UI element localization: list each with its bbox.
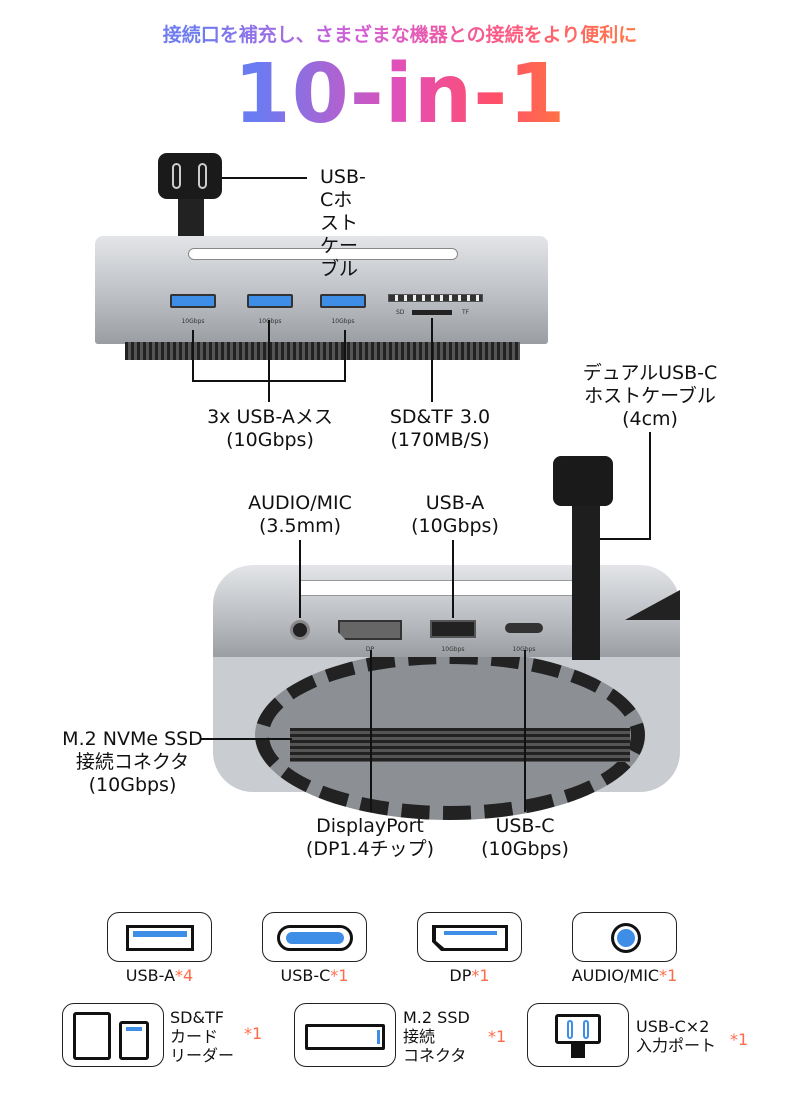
count: *1 <box>488 1027 507 1046</box>
dual-cable-plug-icon <box>553 456 613 506</box>
usb-a-label-2: USB-A(10Gbps) <box>411 492 499 537</box>
sd-text: SD <box>396 309 405 316</box>
usb-c-label: USB-C(10Gbps) <box>481 815 569 860</box>
port-speed: 10Gbps <box>331 318 355 325</box>
usb-a-icon <box>126 925 194 951</box>
vent-fins <box>125 342 520 360</box>
m2-card <box>294 1003 396 1067</box>
usb-c-icon <box>277 925 353 951</box>
sd-slot <box>388 294 483 302</box>
audio-jack-icon <box>290 620 310 640</box>
cable-label: USB-Cホストケーブル <box>320 166 366 280</box>
audio-label: AUDIO/MIC(3.5mm) <box>248 492 352 537</box>
m2-connector <box>290 728 630 762</box>
speed-text: 10Gbps <box>505 646 543 653</box>
dp-text: DP <box>338 646 402 653</box>
legend-dp: DP*1 <box>449 966 490 985</box>
tf-card-icon <box>119 1021 149 1060</box>
usbc-input-card <box>527 1003 629 1067</box>
count: *1 <box>244 1024 263 1043</box>
usb-a-port-icon <box>430 620 476 638</box>
dual-cable-strap <box>572 500 600 660</box>
dual-usb-c-plug-icon <box>555 1014 601 1044</box>
legend-usb-c: USB-C*1 <box>280 966 349 985</box>
tf-text: TF <box>462 309 470 316</box>
stand-slot <box>300 580 575 596</box>
card-slot <box>188 248 458 260</box>
usb-a-label: 3x USB-Aメス(10Gbps) <box>207 406 333 451</box>
port-speed: 10Gbps <box>258 318 282 325</box>
usb-a-port <box>170 294 216 308</box>
speed-text: 10Gbps <box>441 646 465 653</box>
usb-a-port <box>247 294 293 308</box>
port-speed: 10Gbps <box>181 318 205 325</box>
sd-card-icon <box>73 1012 111 1060</box>
subtitle: 接続口を補充し、さまざまな機器との接続をより便利に <box>0 22 800 48</box>
usb-a-port <box>320 294 366 308</box>
usb-a-card <box>107 912 212 962</box>
dp-label: DisplayPort(DP1.4チップ) <box>305 815 435 860</box>
tf-slot <box>412 310 452 315</box>
dp-icon <box>432 925 508 951</box>
dp-port-icon <box>338 620 402 640</box>
audio-card <box>572 912 677 962</box>
count: *1 <box>730 1030 749 1049</box>
title: 10-in-1 <box>0 50 800 140</box>
usb-c-port-icon <box>505 623 543 633</box>
usb-c-card <box>262 912 367 962</box>
dp-card <box>417 912 522 962</box>
audio-icon <box>611 923 641 953</box>
m2-ssd-icon <box>305 1024 385 1050</box>
legend-usb-a: USB-A*4 <box>125 966 194 985</box>
legend-audio: AUDIO/MIC*1 <box>571 966 678 985</box>
device-front <box>213 565 680 657</box>
host-cable-plug-icon <box>158 153 222 199</box>
sdtf-card <box>62 1003 164 1067</box>
sdtf-label: SD&TF 3.0(170MB/S) <box>389 406 491 451</box>
